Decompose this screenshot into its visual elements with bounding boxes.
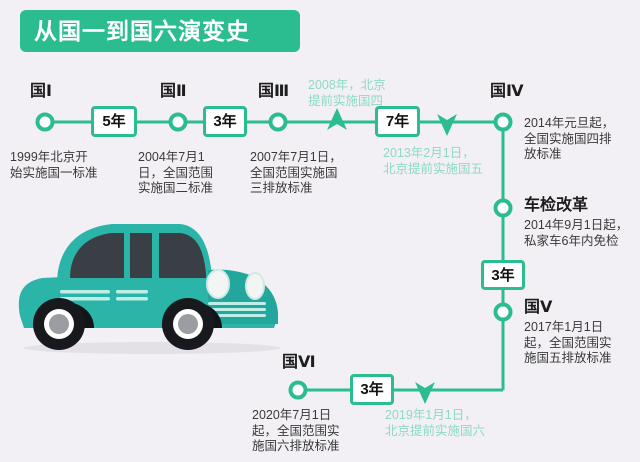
node-guo-3 (268, 112, 288, 132)
page-title-banner: 从国一到国六演变史 (20, 10, 300, 52)
interval-chip-gap-4-5: 3年 (481, 260, 525, 290)
milestone-description-inspection-reform: 2014年9月1日起， 私家车6年内免检 (524, 218, 629, 248)
interval-chip-gap-1-2: 5年 (91, 106, 137, 137)
milestone-label-guo-2: 国Ⅱ (160, 83, 187, 100)
interval-chip-gap-5-6: 3年 (350, 374, 394, 405)
milestone-description-guo-4: 2014年元旦起， 全国实施国四排 放标准 (524, 116, 615, 161)
milestone-description-guo-1: 1999年北京开 始实施国一标准 (10, 150, 98, 180)
annotation-beijing-guo4: 2008年，北京 提前实施国四 (308, 78, 386, 108)
milestone-description-guo-5: 2017年1月1日 起，全国范围实 施国五排放标准 (524, 320, 612, 365)
interval-chip-gap-2-3: 3年 (203, 106, 247, 137)
down-triangle-marker-beijing-guo5 (437, 114, 457, 136)
interval-chip-label: 3年 (213, 113, 237, 130)
milestone-label-guo-3: 国Ⅲ (258, 83, 290, 100)
down-triangle-marker-beijing-guo6 (415, 382, 435, 404)
milestone-label-inspection-reform: 车检改革 (524, 197, 589, 214)
interval-chip-label: 3年 (491, 266, 515, 284)
node-guo-4 (493, 112, 513, 132)
up-triangle-marker-beijing-guo4 (327, 108, 347, 130)
annotation-beijing-guo6: 2019年1月1日， 北京提前实施国六 (385, 408, 486, 438)
milestone-description-guo-6: 2020年7月1日 起，全国范围实 施国六排放标准 (252, 408, 340, 453)
interval-chip-gap-3-4: 7年 (375, 106, 420, 137)
interval-chip-label: 3年 (360, 381, 384, 398)
node-guo-2 (168, 112, 188, 132)
annotation-beijing-guo5: 2013年2月1日， 北京提前实施国五 (383, 146, 484, 176)
node-inspection-reform (493, 198, 513, 218)
milestone-description-guo-2: 2004年7月1 日，全国范围 实施国二标准 (138, 150, 214, 195)
vintage-car-illustration (18, 224, 280, 354)
milestone-label-guo-4: 国Ⅳ (490, 83, 524, 100)
interval-chip-label: 7年 (385, 113, 410, 130)
milestone-label-guo-1: 国Ⅰ (30, 83, 52, 100)
milestone-label-guo-6: 国Ⅵ (282, 354, 316, 371)
interval-chip-label: 5年 (102, 113, 126, 130)
milestone-description-guo-3: 2007年7月1日， 全国范围实施国 三排放标准 (250, 150, 342, 195)
page-title: 从国一到国六演变史 (34, 17, 250, 44)
node-guo-6 (288, 380, 308, 400)
node-guo-1 (35, 112, 55, 132)
milestone-label-guo-5: 国Ⅴ (524, 299, 553, 316)
node-guo-5 (493, 302, 513, 322)
